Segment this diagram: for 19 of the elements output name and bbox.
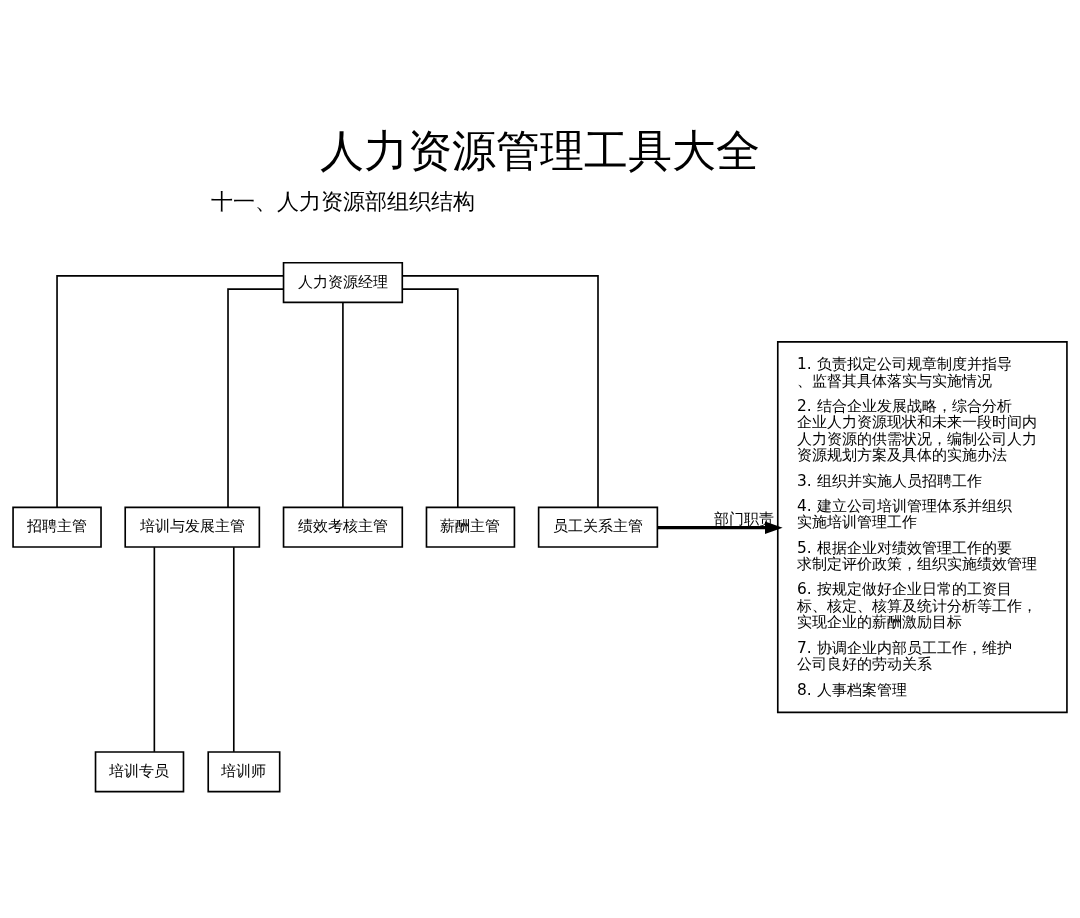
node-box: 培训师: [207, 751, 281, 793]
connector: [401, 275, 599, 508]
arrow: [657, 521, 783, 534]
connector: [401, 288, 459, 509]
connector: [232, 546, 235, 753]
node-box: 人力资源经理: [282, 261, 404, 304]
connector: [342, 301, 344, 509]
diagram-title: 人力资源管理工具大全: [320, 124, 760, 176]
connector: [56, 275, 285, 508]
node-box: 绩效考核主管: [282, 506, 404, 548]
node-box: 招聘主管: [12, 506, 102, 548]
connector: [153, 546, 156, 753]
node-box: 员工关系主管: [537, 506, 659, 548]
node-box: 培训与发展主管: [124, 506, 261, 548]
label: 十一、人力资源部组织结构: [210, 188, 475, 214]
node-box: 培训专员: [94, 751, 185, 793]
connector: [227, 288, 285, 509]
node-box: 1. 负责拟定公司规章制度并指导、监督其具体落实与实施情况 2. 结合企业发展战略，综合分析企业人力资源现状和未来一段时间内人力资源的供需状况，编制公司人力资源规划方案及具体的实施办法 3. 组织并实施人员招聘工作 4. 建立公司培训管理体系并组织实施培训管理工作 5. 根据企业对绩效管理工作的要求制定评价政策，组织实施绩效管理 6. 按规定做好企业日常的工资目标、核定、核算及统计分析等工作，实现企业的薪酬激励目标 7. 协调企业内部员工工作，维护公司良好的劳动关系 8. 人事档案管理: [776, 341, 1068, 714]
node-box: 薪酬主管: [425, 506, 516, 548]
